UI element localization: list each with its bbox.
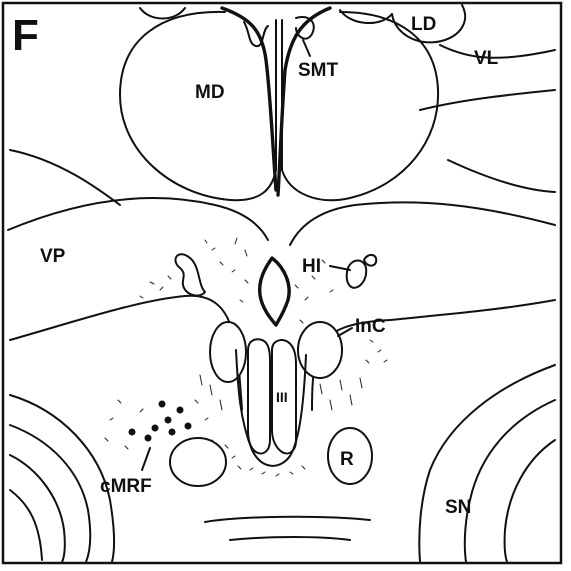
- right-lower-arc-1: [419, 365, 555, 562]
- panel-letter: F: [12, 11, 39, 60]
- label-smt: SMT: [298, 60, 339, 81]
- right-upper-arc: [448, 160, 555, 192]
- vp-boundary-left: [10, 296, 242, 410]
- label-hi: HI: [302, 256, 321, 277]
- vp-upper-left: [8, 198, 268, 240]
- vp-upper-right: [290, 202, 555, 245]
- label-vl: VL: [474, 48, 499, 69]
- iii-left-column: [248, 339, 270, 453]
- md-left-lobe-outline: [120, 12, 276, 200]
- right-lower-arc-3: [505, 440, 555, 562]
- vl-arc-2: [420, 90, 555, 110]
- midline-wall-right: [278, 8, 330, 195]
- smt-tract: [244, 22, 268, 46]
- label-inc: InC: [355, 316, 386, 337]
- smt-pointer-line: [303, 40, 310, 56]
- vp-boundary-right: [312, 300, 555, 410]
- label-md: MD: [195, 82, 225, 103]
- cmrf-pointer-line: [142, 448, 150, 470]
- hi-nucleus: [347, 261, 367, 288]
- right-lower-arc-2: [465, 400, 555, 562]
- left-upper-arc: [10, 150, 120, 205]
- label-iii: III: [276, 389, 288, 405]
- inc-left-oval: [210, 322, 246, 382]
- label-vp: VP: [40, 246, 66, 267]
- label-cmrf: cMRF: [100, 476, 152, 497]
- cmrf-adjacent-oval: [170, 438, 226, 486]
- smt-right-loop: [296, 17, 314, 39]
- label-sn: SN: [445, 497, 471, 518]
- left-lower-arc-4: [10, 490, 42, 560]
- left-small-nucleus: [175, 254, 205, 295]
- hi-small-loop: [364, 255, 376, 266]
- left-lower-arc-3: [10, 455, 65, 562]
- cmrf-dots: [129, 401, 192, 442]
- bottom-center-line-2: [230, 537, 350, 540]
- bottom-center-line-1: [205, 517, 370, 522]
- left-lower-arc-1: [10, 395, 114, 562]
- label-ld: LD: [411, 14, 436, 35]
- label-r: R: [340, 449, 354, 470]
- midline-diamond: [260, 258, 289, 325]
